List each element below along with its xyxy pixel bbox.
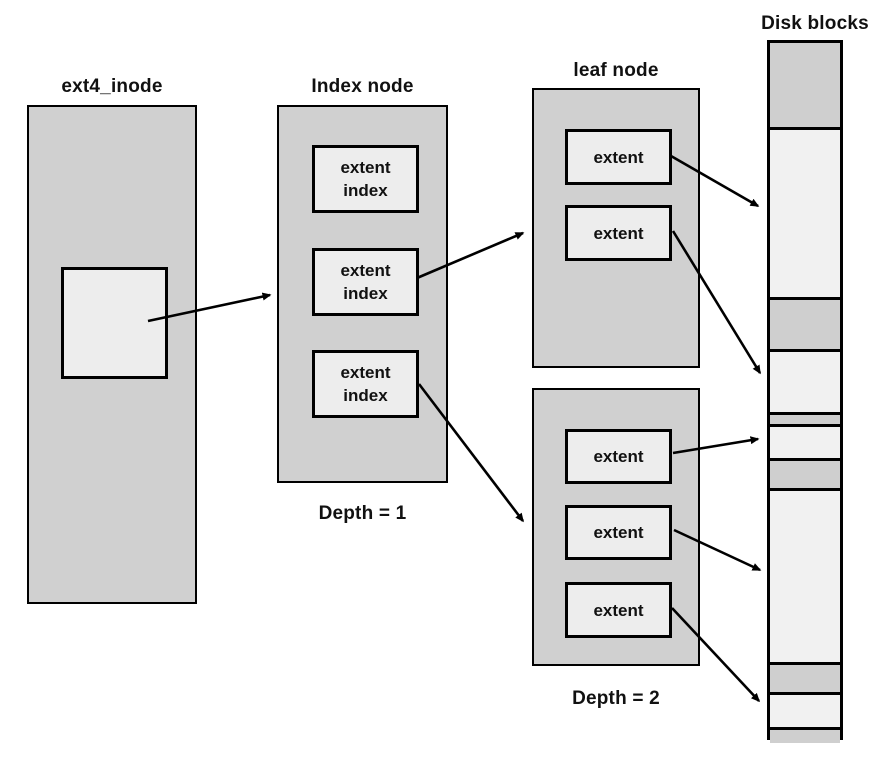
inode-box bbox=[27, 105, 197, 604]
leaf-node-title: leaf node bbox=[573, 60, 659, 81]
extent-index-entry: extent index bbox=[312, 350, 419, 418]
index-node-box: extent index extent index extent index bbox=[277, 105, 448, 483]
disk-segment bbox=[770, 415, 840, 427]
extent-index-label: extent index bbox=[340, 261, 391, 303]
extent-entry: extent bbox=[565, 429, 672, 484]
depth-2-caption: Depth = 2 bbox=[572, 688, 660, 709]
extent-index-entry: extent index bbox=[312, 248, 419, 316]
leaf-node-1-box: extent extent bbox=[532, 88, 700, 368]
disk-segment bbox=[770, 130, 840, 300]
extent-index-label: extent index bbox=[340, 158, 391, 200]
extent-label: extent bbox=[593, 523, 644, 542]
disk-segment bbox=[770, 730, 840, 743]
disk-segment bbox=[770, 427, 840, 461]
extent-index-label: extent index bbox=[340, 363, 391, 405]
extent-label: extent bbox=[593, 447, 644, 466]
extent-entry: extent bbox=[565, 205, 672, 261]
inode-extent-header-box bbox=[61, 267, 168, 379]
disk-segment bbox=[770, 695, 840, 730]
disk-segment bbox=[770, 491, 840, 665]
inode-title: ext4_inode bbox=[61, 76, 163, 97]
extent-label: extent bbox=[593, 600, 644, 620]
extent-entry: extent bbox=[565, 582, 672, 638]
disk-segment bbox=[770, 300, 840, 352]
extent-entry: extent bbox=[565, 505, 672, 560]
index-node-title: Index node bbox=[311, 76, 414, 97]
disk-blocks-title: Disk blocks bbox=[761, 13, 869, 34]
disk-segment bbox=[770, 352, 840, 415]
disk-segment bbox=[770, 461, 840, 491]
disk-segment bbox=[770, 43, 840, 130]
depth-1-caption: Depth = 1 bbox=[318, 503, 407, 524]
extent-label: extent bbox=[593, 223, 644, 243]
extent-entry: extent bbox=[565, 129, 672, 185]
leaf-node-2-box: extent extent extent bbox=[532, 388, 700, 666]
extent-index-entry: extent index bbox=[312, 145, 419, 213]
disk-column bbox=[767, 40, 843, 743]
extent-label: extent bbox=[593, 147, 644, 167]
disk-segment bbox=[770, 665, 840, 695]
